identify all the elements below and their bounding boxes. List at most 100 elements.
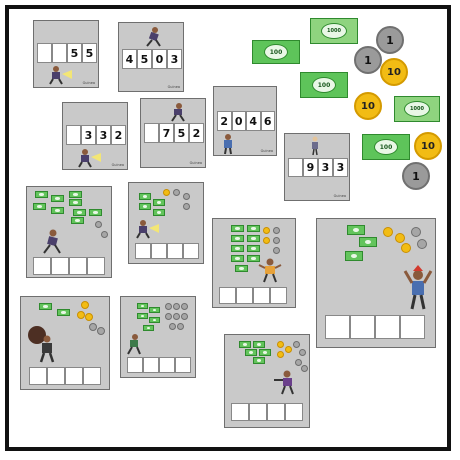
- digit-box[interactable]: [143, 357, 159, 373]
- digit-box[interactable]: [267, 403, 285, 421]
- digit-box[interactable]: [285, 403, 303, 421]
- mini-coin-icon: [181, 303, 188, 310]
- digit-box[interactable]: 5: [137, 49, 152, 69]
- mini-bill-icon: [35, 191, 48, 198]
- digit-box[interactable]: [288, 158, 303, 177]
- one-coin[interactable]: 1: [402, 162, 430, 190]
- one-coin[interactable]: 1: [354, 46, 382, 74]
- digit-box[interactable]: 0: [152, 49, 167, 69]
- digit-box[interactable]: [52, 43, 67, 63]
- mini-bill-icon: [137, 313, 148, 319]
- mini-bill-icon: [149, 317, 160, 323]
- mini-coin-icon: [401, 243, 411, 253]
- money-card[interactable]: [224, 334, 310, 428]
- mini-bill-icon: [69, 199, 82, 206]
- author-signature: Guinea: [260, 149, 273, 153]
- hundred-bill[interactable]: 100: [362, 134, 410, 160]
- mini-coin-icon: [273, 227, 280, 234]
- number-card[interactable]: 5 5 Guinea: [33, 20, 99, 88]
- number-card[interactable]: 7 5 2 Guinea: [140, 98, 206, 168]
- mini-bill-icon: [51, 195, 64, 202]
- digit-box[interactable]: 0: [231, 111, 246, 131]
- mini-coin-icon: [273, 237, 280, 244]
- digit-box[interactable]: 2: [217, 111, 232, 131]
- digit-box[interactable]: [135, 243, 151, 259]
- digit-box[interactable]: [183, 243, 199, 259]
- digit-box[interactable]: 3: [333, 158, 348, 177]
- digit-box[interactable]: [325, 315, 350, 339]
- digit-box[interactable]: [270, 287, 287, 304]
- number-card[interactable]: 3 3 2 Guinea: [62, 102, 128, 170]
- mini-coin-icon: [163, 189, 170, 196]
- digit-box[interactable]: [47, 367, 65, 385]
- digit-box[interactable]: [400, 315, 425, 339]
- mini-coin-icon: [169, 323, 176, 330]
- digit-box[interactable]: 2: [189, 123, 204, 143]
- number-card[interactable]: 2 0 4 6 Guinea: [213, 86, 277, 156]
- money-card[interactable]: [20, 296, 110, 390]
- mini-bill-icon: [39, 303, 52, 310]
- digit-box[interactable]: [51, 257, 69, 275]
- author-signature: Guinea: [111, 163, 124, 167]
- money-card[interactable]: [26, 186, 112, 278]
- digit-box[interactable]: 5: [82, 43, 97, 63]
- mini-coin-icon: [285, 346, 292, 353]
- ten-coin[interactable]: 10: [414, 132, 442, 160]
- digit-box[interactable]: 3: [167, 49, 182, 69]
- digit-box[interactable]: 3: [96, 125, 111, 145]
- number-card[interactable]: 9 3 3 Guinea: [284, 133, 350, 201]
- mini-bill-icon: [259, 349, 271, 356]
- digit-box[interactable]: 6: [260, 111, 275, 131]
- digit-box[interactable]: 3: [81, 125, 96, 145]
- digit-box[interactable]: 2: [111, 125, 126, 145]
- digit-box[interactable]: 3: [318, 158, 333, 177]
- number-card[interactable]: 4 5 0 3 Guinea: [118, 22, 184, 92]
- runner-figure-icon: [171, 103, 185, 122]
- digit-box[interactable]: [83, 367, 101, 385]
- digit-box[interactable]: [253, 287, 270, 304]
- digit-box[interactable]: [151, 243, 167, 259]
- digit-box[interactable]: [127, 357, 143, 373]
- money-card[interactable]: [316, 218, 436, 348]
- digit-box[interactable]: [219, 287, 236, 304]
- digit-box[interactable]: 5: [67, 43, 82, 63]
- digit-box[interactable]: [144, 123, 159, 143]
- digit-box[interactable]: [375, 315, 400, 339]
- hundred-bill[interactable]: 100: [252, 40, 300, 64]
- money-card[interactable]: [212, 218, 296, 308]
- thousand-bill[interactable]: 1000: [310, 18, 358, 44]
- digit-box[interactable]: 7: [159, 123, 174, 143]
- thousand-bill[interactable]: 1000: [394, 96, 440, 122]
- digit-box[interactable]: 4: [122, 49, 137, 69]
- digit-box[interactable]: [231, 403, 249, 421]
- digit-box[interactable]: [65, 367, 83, 385]
- digit-box[interactable]: 4: [246, 111, 261, 131]
- digit-box[interactable]: [69, 257, 87, 275]
- digit-box[interactable]: [66, 125, 81, 145]
- ten-coin[interactable]: 10: [354, 92, 382, 120]
- digit-box[interactable]: [249, 403, 267, 421]
- thief-with-sack-icon: [28, 326, 55, 363]
- one-coin[interactable]: 1: [376, 26, 404, 54]
- digit-box[interactable]: [159, 357, 175, 373]
- ten-coin[interactable]: 10: [380, 58, 408, 86]
- digit-box[interactable]: [33, 257, 51, 275]
- thief-figure-icon: [49, 66, 72, 85]
- digit-box[interactable]: [350, 315, 375, 339]
- money-card[interactable]: [120, 296, 196, 378]
- digit-box[interactable]: [37, 43, 52, 63]
- digit-box[interactable]: [167, 243, 183, 259]
- mini-coin-icon: [77, 311, 85, 319]
- money-card[interactable]: [128, 182, 204, 264]
- mini-bill-icon: [253, 357, 265, 364]
- digit-box[interactable]: 9: [303, 158, 318, 177]
- digit-box[interactable]: [87, 257, 105, 275]
- digit-boxes: [231, 403, 303, 421]
- digit-boxes: [219, 287, 287, 304]
- digit-box[interactable]: [175, 357, 191, 373]
- hundred-bill[interactable]: 100: [300, 72, 348, 98]
- digit-box[interactable]: 5: [174, 123, 189, 143]
- digit-box[interactable]: [29, 367, 47, 385]
- mini-bill-icon: [347, 225, 365, 235]
- digit-box[interactable]: [236, 287, 253, 304]
